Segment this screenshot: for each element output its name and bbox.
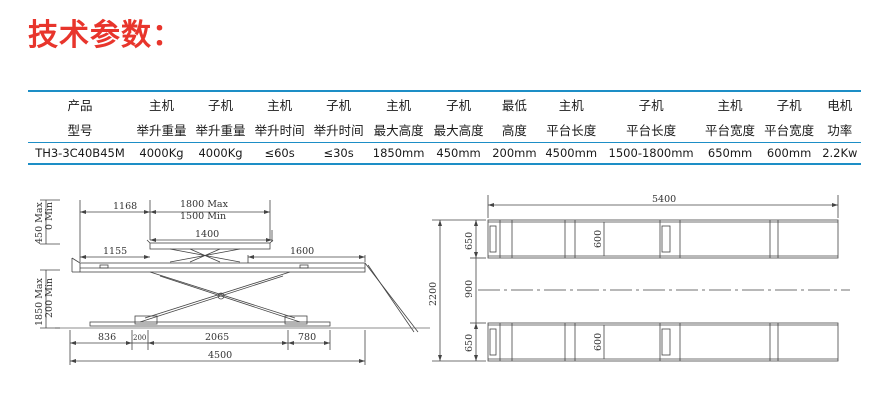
- header-cell: 功率: [818, 117, 861, 143]
- dim-text: 1155: [103, 246, 127, 257]
- header-cell: 子机: [208, 98, 234, 113]
- dim-text: 2065: [205, 332, 229, 343]
- section-title: 技术参数：: [28, 18, 183, 53]
- top-view-drawing: [432, 195, 850, 362]
- dim-text: 1800 Max: [180, 199, 229, 210]
- value-cell: 200mm: [488, 142, 541, 165]
- dim-text: 1400: [195, 229, 219, 240]
- dim-text: 600: [593, 230, 604, 248]
- spec-table: 产品 主机 子机 主机 子机 主机 子机 最低 主机 子机 主机 子机 电机 型…: [28, 90, 861, 165]
- header-cell: 主机: [267, 98, 293, 113]
- sub-lift-platform: [149, 242, 271, 250]
- dim-text: 450 Max: [34, 201, 45, 244]
- header-cell: 子机: [776, 98, 802, 113]
- dim-text: 0 Min: [44, 202, 55, 230]
- dim-text: 836: [98, 332, 116, 343]
- dim-text: 1850 Max: [34, 277, 45, 326]
- header-cell: 子机: [638, 98, 664, 113]
- value-cell: 4000Kg: [131, 142, 191, 165]
- header-cell: 举升时间: [309, 117, 369, 143]
- value-cell: TH3-3C40B45M: [28, 142, 132, 165]
- header-cell: 子机: [326, 98, 352, 113]
- header-cell: 最大高度: [429, 117, 489, 143]
- header-cell: 主机: [148, 98, 174, 113]
- header-cell: 举升时间: [250, 117, 310, 143]
- header-cell: 高度: [488, 117, 541, 143]
- side-view-drawing: [40, 199, 430, 365]
- header-cell: 电机: [827, 98, 853, 113]
- dim-text: 5400: [652, 194, 676, 205]
- dim-text: 200 Min: [44, 278, 55, 318]
- header-cell: 主机: [386, 98, 412, 113]
- header-cell: 主机: [717, 98, 743, 113]
- dim-text: 780: [298, 332, 316, 343]
- value-cell: 1500-1800mm: [601, 142, 701, 165]
- dim-text: 2200: [428, 282, 439, 306]
- main-platform: [79, 262, 366, 273]
- header-cell: 平台长度: [601, 117, 701, 143]
- header-cell: 最大高度: [368, 117, 430, 143]
- header-cell: 平台宽度: [759, 117, 819, 143]
- header-row-2: 型号 举升重量 举升重量 举升时间 举升时间 最大高度 最大高度 高度 平台长度…: [28, 117, 861, 143]
- runway-top: [487, 219, 839, 259]
- header-cell: 举升重量: [131, 117, 191, 143]
- dim-text: 650: [464, 232, 475, 250]
- value-cell: 4000Kg: [191, 142, 251, 165]
- value-cell: 600mm: [759, 142, 819, 165]
- dim-text: 1500 Min: [180, 211, 226, 222]
- runway-bottom: [487, 322, 839, 362]
- value-cell: 450mm: [429, 142, 489, 165]
- dim-text: 4500: [208, 350, 232, 361]
- value-cell: ≤60s: [250, 142, 310, 165]
- dim-text: 1600: [290, 246, 314, 257]
- header-cell: 型号: [28, 117, 132, 143]
- header-cell: 子机: [446, 98, 472, 113]
- value-cell: 650mm: [700, 142, 760, 165]
- header-cell: 平台长度: [540, 117, 602, 143]
- header-cell: 产品: [67, 98, 93, 113]
- dim-text: 1168: [113, 201, 137, 212]
- header-cell: 主机: [558, 98, 584, 113]
- dim-text: 900: [464, 280, 475, 298]
- value-cell: ≤30s: [309, 142, 369, 165]
- header-cell: 最低: [501, 98, 527, 113]
- dim-text: 200: [133, 334, 146, 342]
- header-cell: 平台宽度: [700, 117, 760, 143]
- value-cell: 1850mm: [368, 142, 430, 165]
- dim-text: 650: [464, 334, 475, 352]
- dim-text: 600: [593, 333, 604, 351]
- header-row-1: 产品 主机 子机 主机 子机 主机 子机 最低 主机 子机 主机 子机 电机: [28, 92, 861, 117]
- value-cell: 4500mm: [540, 142, 602, 165]
- value-cell: 2.2Kw: [818, 142, 861, 165]
- value-row: TH3-3C40B45M 4000Kg 4000Kg ≤60s ≤30s 185…: [28, 142, 861, 165]
- header-cell: 举升重量: [191, 117, 251, 143]
